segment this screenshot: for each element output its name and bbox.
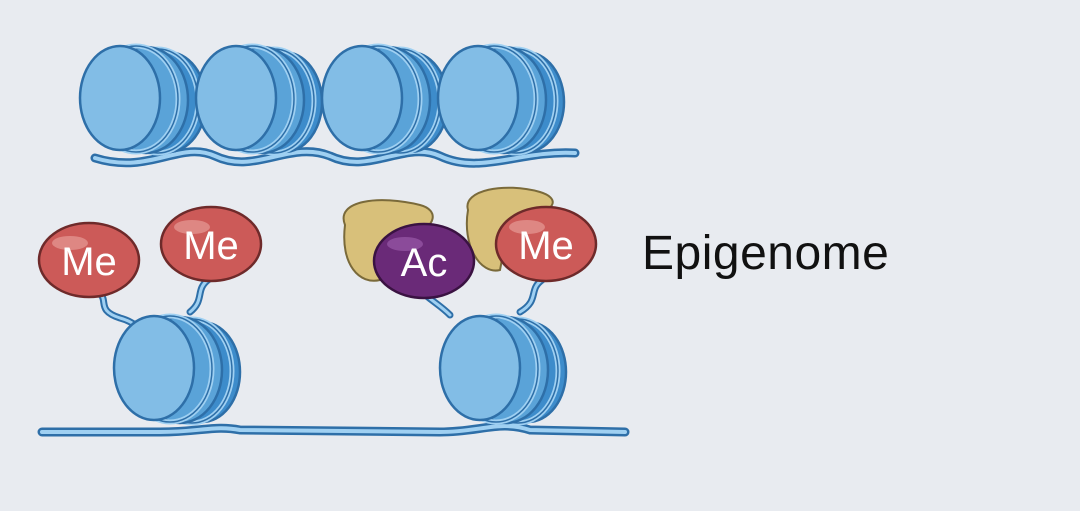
methyl-label-2: Me	[183, 224, 239, 268]
nucleosome-bottom-2	[440, 316, 566, 423]
nucleosome-top-2	[196, 46, 322, 153]
nucleosome-top-4	[438, 46, 564, 153]
acetyl-label: Ac	[401, 241, 448, 285]
nucleosome-top-1	[80, 46, 206, 153]
nucleosome-bottom-1	[114, 316, 240, 423]
acetyl-mark: Ac	[374, 224, 474, 298]
bottom-dna-strand	[42, 426, 625, 432]
methyl-label-1: Me	[61, 240, 117, 284]
nucleosome-top-3	[322, 46, 448, 153]
methyl-mark-2: Me	[161, 207, 261, 281]
methyl-mark-1: Me	[39, 223, 139, 297]
methyl-label-3: Me	[518, 224, 574, 268]
methyl-mark-3: Me	[496, 207, 596, 281]
page-title: Epigenome	[642, 226, 889, 281]
